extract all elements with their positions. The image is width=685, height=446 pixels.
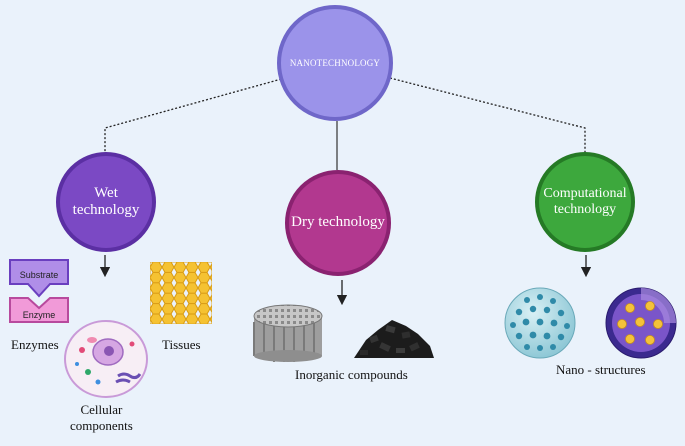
substrate-label: Substrate (20, 270, 59, 280)
porous-cylinder-icon (253, 304, 323, 362)
carbon-pile-icon (354, 320, 434, 358)
computational-technology-node: Computational technology (535, 152, 635, 252)
computational-label: Computational technology (543, 185, 627, 217)
enzyme-substrate-icon: Substrate Enzyme (9, 259, 69, 323)
wet-label: Wet technology (72, 184, 140, 218)
cell-icon (64, 320, 148, 398)
link-root-wet (104, 77, 286, 152)
nano-structures-caption: Nano - structures (556, 362, 646, 377)
nanotechnology-node: NANOTECHNOLOGY (277, 5, 393, 121)
root-label: NANOTECHNOLOGY (289, 57, 381, 68)
tissues-caption: Tissues (162, 337, 201, 352)
cellular-line2: components (70, 417, 133, 433)
wet-technology-node: Wet technology (56, 152, 156, 252)
dry-label: Dry technology (291, 214, 385, 231)
loaded-nanosphere-icon (605, 287, 677, 359)
enzyme-label: Enzyme (23, 310, 56, 320)
enzymes-caption: Enzymes (11, 337, 59, 352)
inorganic-caption: Inorganic compounds (295, 367, 408, 382)
dry-technology-node: Dry technology (285, 170, 391, 276)
tissue-icon (150, 262, 212, 324)
porous-nanosphere-icon (504, 287, 576, 359)
link-root-comp (389, 77, 586, 152)
cellular-line1: Cellular (80, 402, 123, 417)
